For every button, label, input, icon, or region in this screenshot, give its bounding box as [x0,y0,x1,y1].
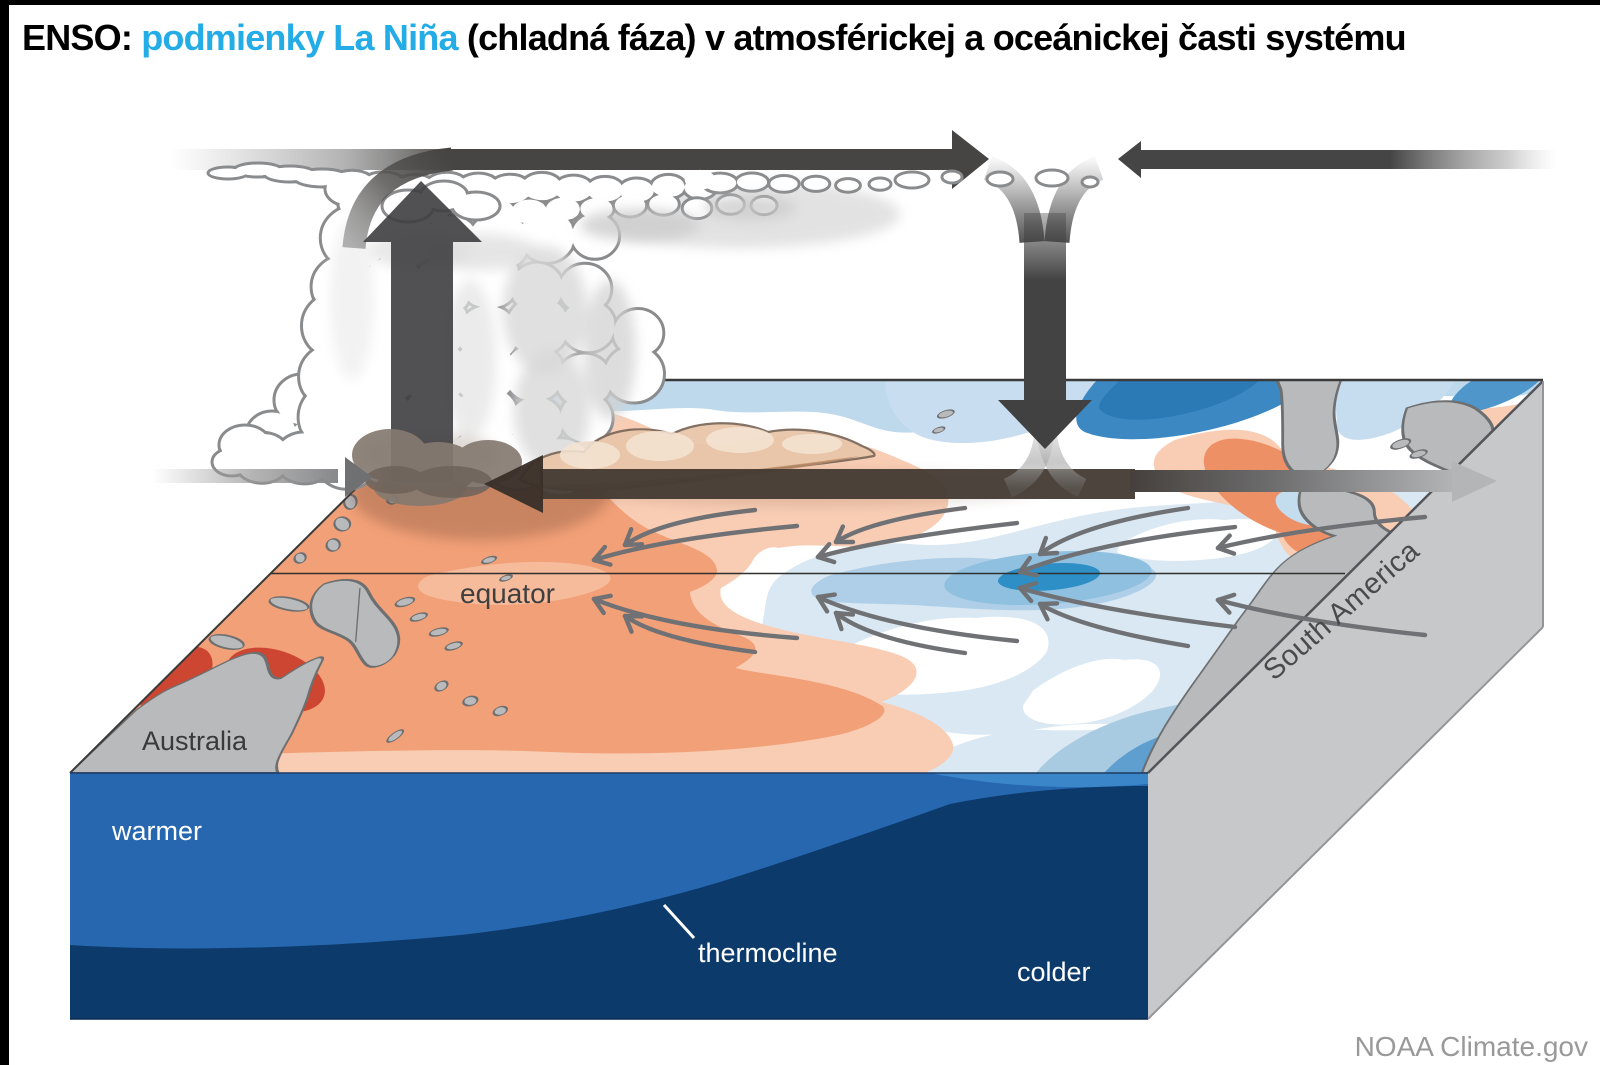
svg-text:Australia: Australia [142,726,248,756]
svg-text:colder: colder [1017,957,1091,987]
svg-text:warmer: warmer [111,816,202,846]
svg-text:equator: equator [460,578,555,609]
svg-text:NOAA Climate.gov: NOAA Climate.gov [1355,1031,1588,1062]
svg-text:thermocline: thermocline [698,938,838,968]
